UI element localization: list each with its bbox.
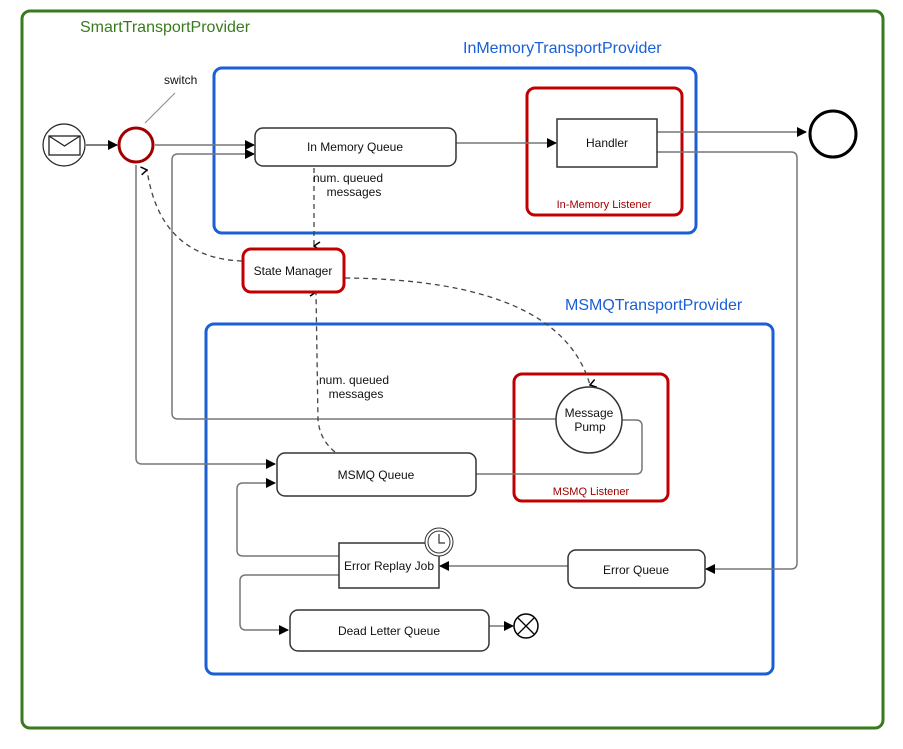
state-manager[interactable]: State Manager [241, 247, 346, 294]
terminate-event[interactable] [513, 613, 539, 639]
inmemory-transport-provider-title: InMemoryTransportProvider [463, 40, 662, 57]
dead-letter-queue[interactable]: Dead Letter Queue [289, 609, 490, 652]
clock-icon [424, 527, 454, 557]
error-replay-job[interactable]: Error Replay Job [338, 542, 440, 589]
assoc-msmq-to-statemanager [316, 292, 336, 453]
assoc-statemanager-to-pump [344, 277, 590, 385]
end-event[interactable] [808, 109, 858, 159]
flow-switch-to-msmq [135, 165, 276, 469]
inmemory-transport-provider-pool [212, 66, 698, 235]
svg-text:MSMQ Queue: MSMQ Queue [338, 468, 415, 482]
svg-text:Message: Message [565, 406, 614, 420]
switch-gateway[interactable] [117, 126, 155, 164]
svg-text:State Manager: State Manager [254, 264, 333, 278]
switch-annotation-line [144, 92, 176, 124]
inmemory-count-annotation: num. queued [313, 171, 383, 185]
smart-transport-provider-title: SmartTransportProvider [80, 19, 251, 36]
svg-text:Error Queue: Error Queue [603, 563, 669, 577]
flow-handler-to-error [657, 151, 798, 574]
msmq-transport-provider-title: MSMQTransportProvider [565, 297, 743, 314]
msmq-listener-title: MSMQ Listener [553, 486, 630, 498]
svg-text:Pump: Pump [574, 420, 606, 434]
inmemory-listener-title: In-Memory Listener [557, 199, 652, 211]
flow-msmq-to-pump [476, 419, 643, 475]
msmq-queue[interactable]: MSMQ Queue [276, 452, 477, 497]
flow-replay-to-deadletter [239, 574, 339, 635]
msmq-transport-provider-pool [204, 322, 775, 676]
in-memory-queue[interactable]: In Memory Queue [254, 127, 457, 167]
svg-text:Handler: Handler [586, 136, 628, 150]
start-event[interactable] [42, 123, 86, 167]
msmq-count-annotation: num. queued [319, 373, 389, 387]
message-pump[interactable]: Message Pump [555, 386, 623, 454]
svg-text:In Memory Queue: In Memory Queue [307, 140, 403, 154]
smart-transport-provider-pool [20, 9, 885, 730]
msmq-listener-group [512, 372, 670, 503]
svg-text:Error Replay Job: Error Replay Job [344, 559, 434, 573]
flow-pump-to-inmemory [171, 149, 556, 420]
assoc-statemanager-to-switch [147, 170, 243, 262]
handler-task[interactable]: Handler [556, 118, 658, 168]
msmq-count-annotation-2: messages [329, 387, 384, 401]
flow-replay-to-msmq [236, 478, 339, 557]
switch-annotation: switch [164, 73, 197, 87]
error-queue[interactable]: Error Queue [567, 549, 706, 589]
envelope-icon [48, 135, 81, 156]
inmemory-count-annotation-2: messages [327, 185, 382, 199]
cancel-icon [517, 617, 535, 635]
svg-text:Dead Letter Queue: Dead Letter Queue [338, 624, 440, 638]
